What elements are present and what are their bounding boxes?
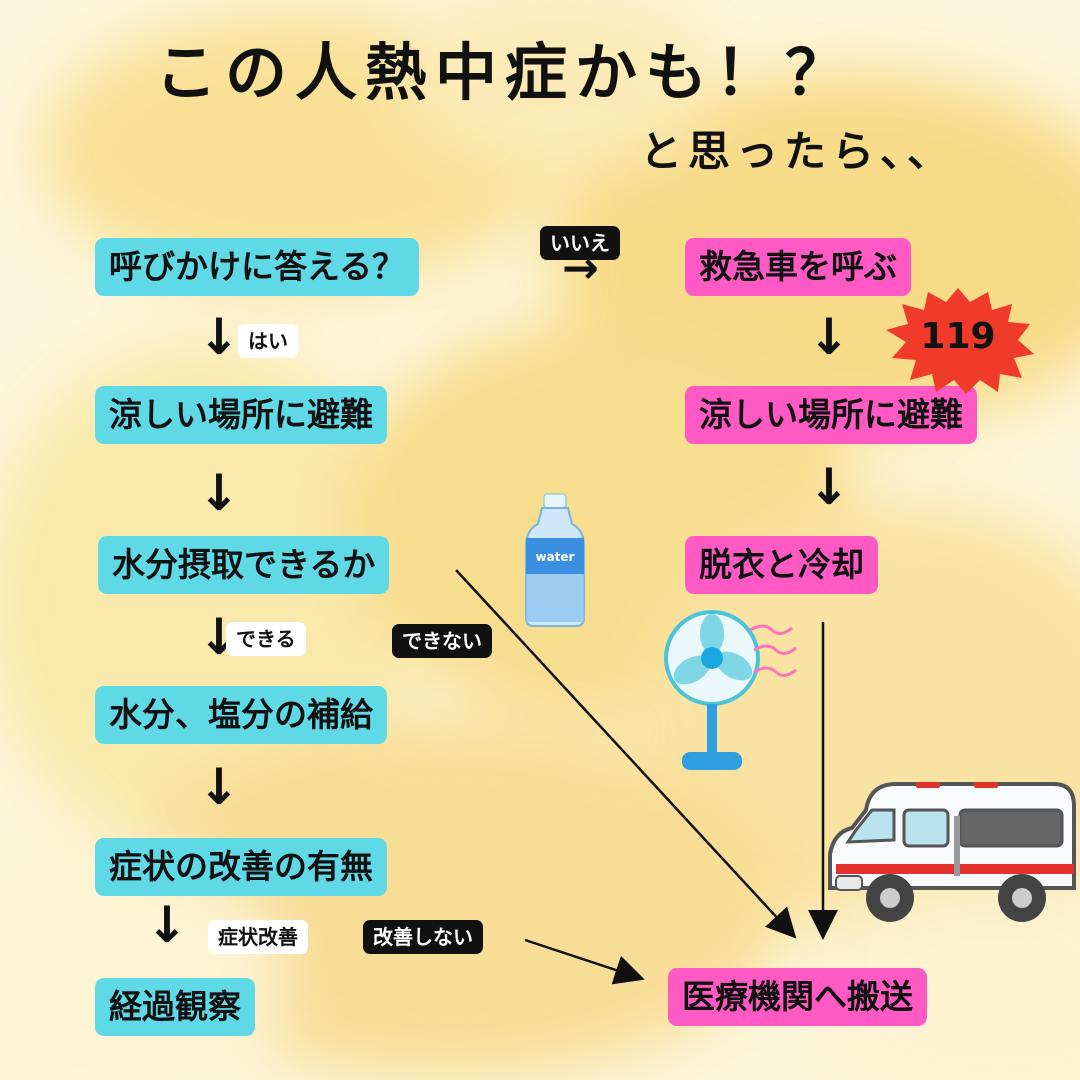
box-move-to-cool-place: 涼しい場所に避難 xyxy=(95,386,387,444)
box-undress-and-cool: 脱衣と冷却 xyxy=(685,536,878,594)
burst-badge-icon xyxy=(886,288,1034,394)
tag-no: いいえ xyxy=(540,226,620,260)
arrow-down-2: ↓ xyxy=(198,464,240,522)
tag-improved: 症状改善 xyxy=(208,920,308,954)
box-observe: 経過観察 xyxy=(95,978,255,1036)
box-drink-question: 水分摂取できるか xyxy=(98,536,390,594)
box-move-to-cool-place-2: 涼しい場所に避難 xyxy=(685,386,977,444)
tag-can: できる xyxy=(226,622,306,656)
tag-cannot: できない xyxy=(392,624,492,658)
tag-yes: はい xyxy=(238,324,298,358)
tag-not-improved: 改善しない xyxy=(363,920,483,954)
page-title: この人熱中症かも！？ xyxy=(155,36,856,109)
page-subtitle: と思ったら、、 xyxy=(640,127,956,176)
box-check-improvement: 症状の改善の有無 xyxy=(95,838,387,896)
water-bottle-icon: water xyxy=(525,493,585,627)
arrow-down-right-2: ↓ xyxy=(808,458,850,516)
emergency-number: 119 xyxy=(920,316,996,357)
arrow-down-5: ↓ xyxy=(146,896,188,954)
box-replenish: 水分、塩分の補給 xyxy=(95,686,387,744)
box-respond-question: 呼びかけに答える？ xyxy=(95,238,420,296)
box-transport-to-hospital: 医療機関へ搬送 xyxy=(668,968,927,1026)
bottle-label: water xyxy=(536,550,575,564)
box-call-ambulance: 救急車を呼ぶ xyxy=(685,238,911,296)
arrow-down-right-1: ↓ xyxy=(808,308,850,366)
ambulance-icon xyxy=(828,782,1076,922)
arrow-down-4: ↓ xyxy=(198,758,240,816)
arrow-down-1: ↓ xyxy=(198,308,240,366)
electric-fan-icon xyxy=(664,610,797,770)
